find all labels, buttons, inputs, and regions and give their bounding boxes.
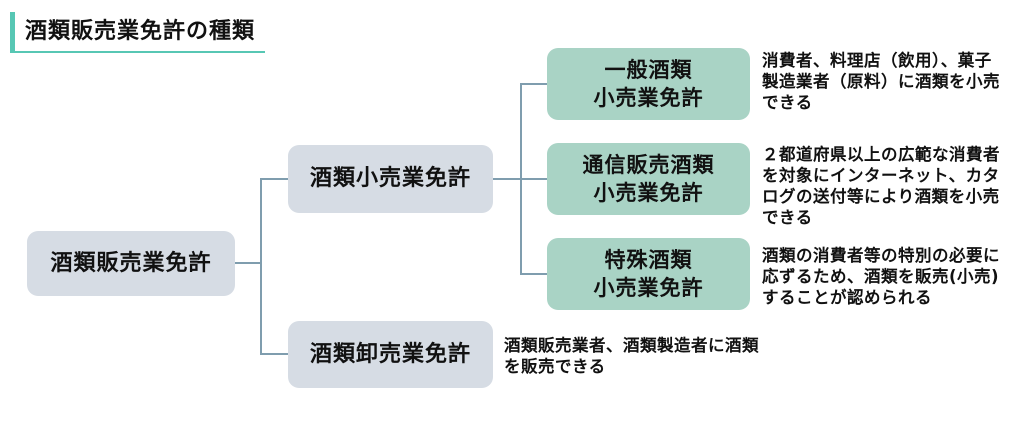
- connector-retail-horizontal: [493, 178, 520, 180]
- connector-mail-order-branch: [522, 178, 547, 180]
- connector-wholesale-branch: [262, 353, 288, 355]
- node-retail-license-label: 酒類小売業免許: [309, 166, 471, 191]
- connector-level3-trunk: [520, 83, 522, 275]
- node-mail-order-retail-license-label: 通信販売酒類 小売業免許: [582, 153, 715, 205]
- special-retail-license-description: 酒類の消費者等の特別の必要に 応ずるため、酒類を販売(小売) することが認められ…: [762, 246, 1000, 307]
- node-special-retail-license: 特殊酒類 小売業免許: [547, 238, 750, 310]
- page-title: 酒類販売業免許の種類: [10, 12, 266, 53]
- mail-order-retail-license-description: ２都道府県以上の広範な消費者 を対象にインターネット、カタ ログの送付等により酒…: [762, 145, 1000, 227]
- connector-special-branch: [522, 273, 547, 275]
- node-retail-license: 酒類小売業免許: [288, 145, 493, 213]
- node-special-retail-license-label: 特殊酒類 小売業免許: [593, 248, 704, 300]
- node-wholesale-license-label: 酒類卸売業免許: [309, 341, 471, 367]
- general-retail-license-description: 消費者、料理店（飲用）、菓子 製造業者（原料）に酒類を小売 できる: [762, 51, 1000, 112]
- connector-root-horizontal: [235, 262, 262, 264]
- connector-level2-trunk: [260, 178, 262, 355]
- connector-general-branch: [522, 83, 547, 85]
- connector-retail-branch: [262, 178, 288, 180]
- node-liquor-sales-license-label: 酒類販売業免許: [50, 250, 212, 276]
- wholesale-license-description: 酒類販売業者、酒類製造者に酒類 を販売できる: [504, 336, 759, 376]
- node-general-retail-license: 一般酒類 小売業免許: [547, 48, 750, 120]
- node-liquor-sales-license: 酒類販売業免許: [27, 231, 235, 296]
- node-wholesale-license: 酒類卸売業免許: [288, 321, 493, 388]
- node-general-retail-license-label: 一般酒類 小売業免許: [593, 58, 704, 110]
- node-mail-order-retail-license: 通信販売酒類 小売業免許: [547, 143, 750, 215]
